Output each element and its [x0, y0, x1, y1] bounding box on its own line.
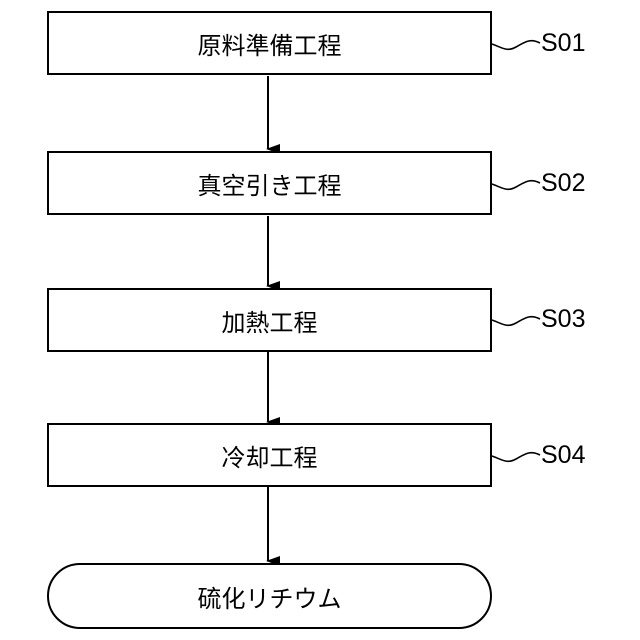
step-label: 原料準備工程 [198, 26, 342, 61]
step-label: 冷却工程 [222, 438, 318, 473]
step-label: 加熱工程 [222, 303, 318, 338]
step-id-s03: S03 [541, 304, 585, 334]
step-box-s02: 真空引き工程 [47, 151, 492, 215]
leader-s01 [492, 41, 540, 50]
result-terminal: 硫化リチウム [47, 563, 492, 629]
step-box-s03: 加熱工程 [47, 288, 492, 352]
step-label: 真空引き工程 [198, 166, 342, 201]
step-box-s01: 原料準備工程 [47, 11, 492, 75]
step-id-s01: S01 [541, 28, 585, 58]
leader-s04 [492, 453, 540, 462]
result-label: 硫化リチウム [198, 579, 342, 614]
leader-s03 [492, 317, 540, 326]
step-id-s04: S04 [541, 440, 585, 470]
step-box-s04: 冷却工程 [47, 423, 492, 487]
leader-s02 [492, 181, 540, 190]
step-id-s02: S02 [541, 168, 585, 198]
